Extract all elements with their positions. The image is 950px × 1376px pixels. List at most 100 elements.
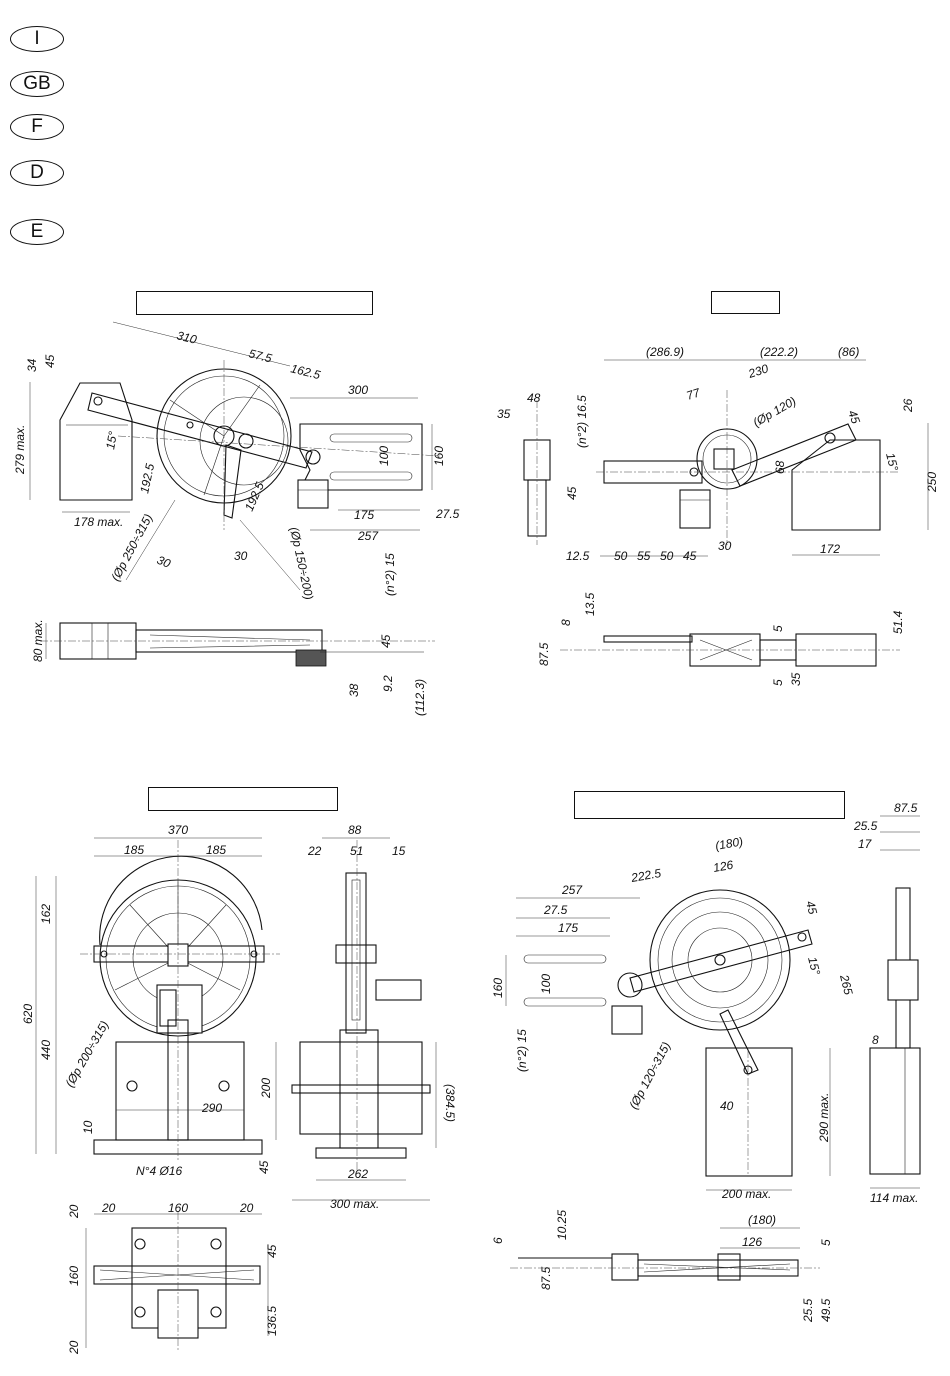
v3-dim-dp200-315: (Øp 200÷315) <box>62 1018 111 1089</box>
v1-dim-310: 310 <box>175 328 198 347</box>
v1-dim-n2-15: (n°2) 15 <box>383 553 397 596</box>
v1-dim-279max: 279 max. <box>13 425 27 475</box>
v3-dim-162: 162 <box>39 904 53 924</box>
view1-drawing: 310 57.5 162.5 300 45 34 279 max. 15° 10… <box>13 321 460 601</box>
v2-dim-250: 250 <box>925 472 939 493</box>
view2-side-drawing: 13.5 8 87.5 5 51.4 5 35 <box>537 592 905 686</box>
v3-dim-n4-d16: N°4 Ø16 <box>136 1164 182 1178</box>
v2-dim-222-2: (222.2) <box>760 345 798 359</box>
view2-title-box <box>711 291 780 314</box>
v4-dim-dp120-315: (Øp 120÷315) <box>626 1040 673 1112</box>
v2-dim-15deg: 15° <box>883 451 901 472</box>
v4-dim-45: 45 <box>803 899 820 916</box>
v1-dim-257: 257 <box>357 529 379 543</box>
v4-dim-25-5: 25.5 <box>853 819 878 833</box>
v1-dim-30b: 30 <box>234 549 248 563</box>
v2-dim-50b: 50 <box>660 549 674 563</box>
v1-side-80max: 80 max. <box>31 619 45 662</box>
v3-dim-370: 370 <box>168 823 188 837</box>
language-badge-it: I <box>10 26 64 52</box>
v3-plan-160b: 160 <box>67 1266 81 1286</box>
v1-dim-100: 100 <box>377 446 391 466</box>
v4-dim-290max: 290 max. <box>817 1093 831 1143</box>
v1-dim-160: 160 <box>432 446 446 466</box>
v1-dim-57-5: 57.5 <box>247 346 273 365</box>
v1-dim-27-5: 27.5 <box>435 507 460 521</box>
view2-drawing: (286.9) (222.2) (86) 230 77 (Øp 120) 45 … <box>497 345 939 563</box>
v3-dim-290: 290 <box>201 1101 222 1115</box>
v3-dim-440: 440 <box>39 1040 53 1060</box>
v4-side-5: 5 <box>819 1239 833 1246</box>
v4-dim-265: 265 <box>837 972 856 996</box>
v2-dim-55: 55 <box>637 549 651 563</box>
v2-dim-dp120: (Øp 120) <box>751 394 799 430</box>
v4-dim-8: 8 <box>872 1033 879 1047</box>
view4-side-drawing: 6 10.25 (180) 126 87.5 5 25.5 49.5 <box>491 1210 833 1323</box>
v2-dim-26: 26 <box>901 398 915 413</box>
v2-side-87-5: 87.5 <box>537 642 551 666</box>
v4-dim-257: 257 <box>561 883 583 897</box>
v4-side-25-5: 25.5 <box>801 1298 815 1323</box>
v1-side-38: 38 <box>347 683 361 697</box>
view1-title-box <box>136 291 373 315</box>
v3-side-88: 88 <box>348 823 362 837</box>
v3-dim-200: 200 <box>259 1078 273 1099</box>
v2-dim-77: 77 <box>685 385 703 403</box>
v4-side-6: 6 <box>491 1237 505 1244</box>
v4-dim-175: 175 <box>558 921 578 935</box>
v4-dim-160: 160 <box>491 978 505 998</box>
v3-dim-620: 620 <box>21 1004 35 1024</box>
v3-side-300max: 300 max. <box>330 1197 379 1211</box>
v3-plan-160: 160 <box>168 1201 188 1215</box>
v4-side-87-5: 87.5 <box>539 1266 553 1290</box>
v2-dim-230: 230 <box>746 361 771 381</box>
language-badge-fr: F <box>10 114 64 140</box>
v4-dim-100: 100 <box>539 974 553 994</box>
v1-dim-34: 34 <box>25 358 39 372</box>
v4-dim-126: 126 <box>712 858 734 875</box>
v2-dim-35: 35 <box>497 407 511 421</box>
v2-dim-50a: 50 <box>614 549 628 563</box>
v3-side-15: 15 <box>392 844 406 858</box>
v1-dim-dp150-200: (Øp 150÷200) <box>287 526 316 601</box>
v4-side-49-5: 49.5 <box>819 1298 833 1322</box>
v2-side-8: 8 <box>559 619 573 626</box>
v4-dim-17: 17 <box>858 837 873 851</box>
v1-side-112-3: (112.3) <box>413 679 427 716</box>
v2-dim-30: 30 <box>718 539 732 553</box>
v4-dim-200max: 200 max. <box>721 1187 771 1201</box>
v4-dim-222-5: 222.5 <box>629 866 662 885</box>
v2-dim-n2-16-5: (n°2) 16.5 <box>575 395 589 448</box>
v3-dim-45: 45 <box>257 1160 271 1174</box>
v2-dim-48: 48 <box>527 391 541 405</box>
language-badge-gb: GB <box>10 71 64 97</box>
language-badge-de: D <box>10 160 64 186</box>
v3-plan-20a: 20 <box>101 1201 116 1215</box>
v1-dim-30a: 30 <box>155 553 173 571</box>
v1-dim-175: 175 <box>354 508 374 522</box>
v2-dim-12-5: 12.5 <box>566 549 590 563</box>
v4-dim-40: 40 <box>720 1099 734 1113</box>
v4-side-10-25: 10.25 <box>555 1210 569 1240</box>
v4-dim-27-5: 27.5 <box>543 903 568 917</box>
v4-dim-114max: 114 max. <box>870 1191 918 1205</box>
v3-plan-45: 45 <box>265 1244 279 1258</box>
v3-plan-20d: 20 <box>67 1340 81 1355</box>
v4-side-126: 126 <box>742 1235 762 1249</box>
v1-dim-15deg: 15° <box>103 430 120 450</box>
v1-dim-162-5: 162.5 <box>289 361 322 382</box>
v3-plan-20c: 20 <box>67 1204 81 1219</box>
view3-drawing: 370 185 185 162 620 440 (Øp 200÷315) 290… <box>21 823 280 1178</box>
view4-drawing: (180) 126 222.5 257 27.5 175 160 100 (n°… <box>491 801 921 1205</box>
v1-dim-192-5a: 192.5 <box>137 462 157 495</box>
v4-dim-180: (180) <box>714 834 744 853</box>
v1-dim-45: 45 <box>43 354 57 368</box>
view3-plan-drawing: 20 160 20 20 160 20 45 136.5 <box>67 1201 279 1355</box>
v3-plan-136-5: 136.5 <box>265 1306 279 1336</box>
v3-plan-20b: 20 <box>239 1201 254 1215</box>
v3-side-262: 262 <box>347 1167 368 1181</box>
v4-dim-87-5: 87.5 <box>894 801 918 815</box>
language-badge-es: E <box>10 219 64 245</box>
v2-dim-68: 68 <box>773 460 787 474</box>
v1-side-9-2: 9.2 <box>381 675 395 692</box>
